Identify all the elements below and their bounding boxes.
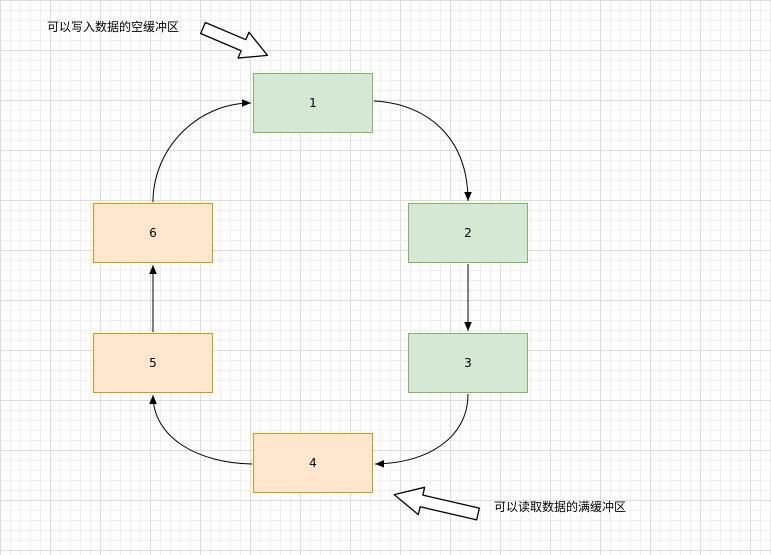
buffer-node-label: 4 — [309, 456, 317, 470]
edge-4-5 — [149, 394, 253, 465]
buffer-node-4: 4 — [253, 433, 373, 493]
buffer-node-label: 6 — [149, 226, 157, 240]
buffer-node-5: 5 — [93, 333, 213, 393]
write-pointer-arrow-icon — [200, 21, 269, 59]
write-annotation: 可以写入数据的空缓冲区 — [47, 20, 180, 34]
buffer-node-label: 3 — [464, 356, 472, 370]
buffer-node-2: 2 — [408, 203, 528, 263]
edge-6-1 — [152, 99, 252, 203]
read-pointer-arrow-icon — [393, 486, 480, 521]
buffer-node-3: 3 — [408, 333, 528, 393]
buffer-node-label: 5 — [149, 356, 157, 370]
buffer-node-label: 1 — [309, 96, 317, 110]
read-annotation: 可以读取数据的满缓冲区 — [494, 500, 627, 514]
edge-1-2 — [373, 100, 472, 202]
buffer-node-label: 2 — [464, 226, 472, 240]
buffer-node-6: 6 — [93, 203, 213, 263]
buffer-node-1: 1 — [253, 73, 373, 133]
edge-3-4 — [374, 393, 469, 468]
